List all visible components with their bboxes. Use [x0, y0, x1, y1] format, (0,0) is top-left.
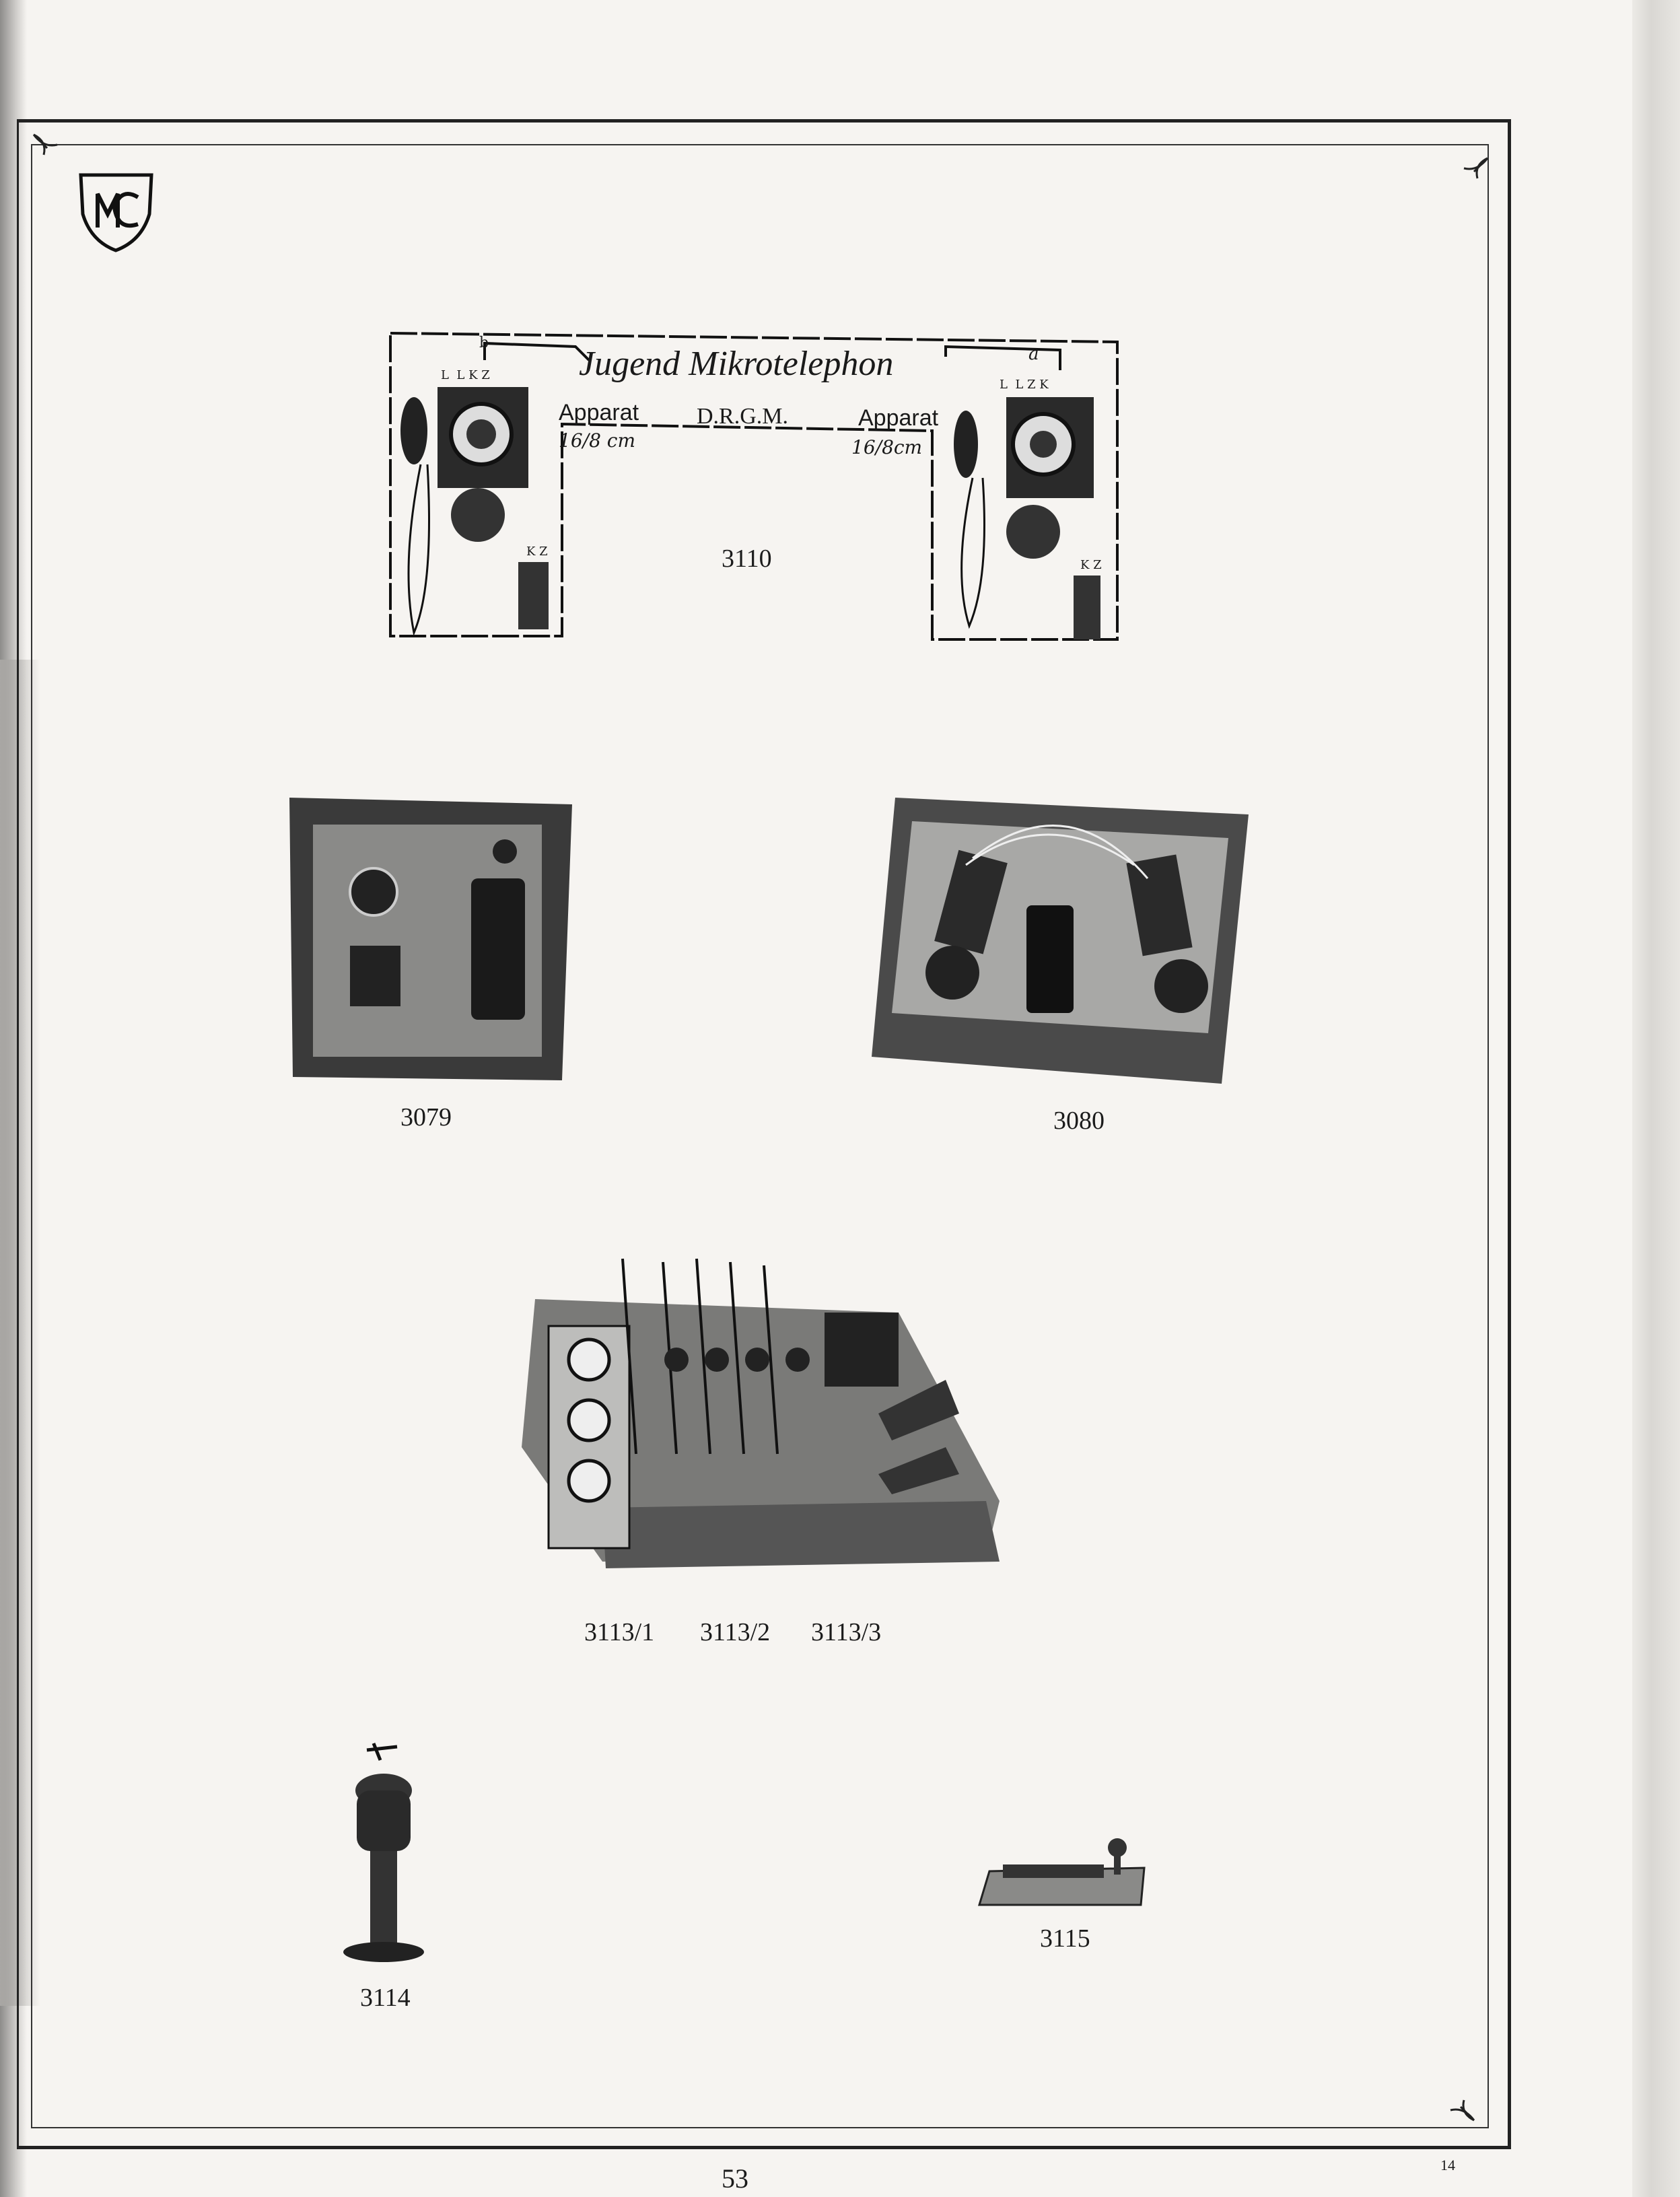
- item-number-3115: 3115: [1040, 1924, 1090, 1953]
- wire-label-b: b: [479, 335, 489, 351]
- battery-terminals-left: K Z: [526, 545, 548, 559]
- illustration-3080-telephone-set: [872, 798, 1249, 1084]
- right-apparat-label: Apparat: [858, 405, 939, 431]
- page-edge: [1632, 0, 1680, 2197]
- item-number-3113-2: 3113/2: [700, 1618, 771, 1646]
- corner-ornament-icon: [1463, 157, 1489, 179]
- terminals-left: L L K Z: [441, 368, 490, 382]
- signature-mark: 14: [1440, 2157, 1455, 2173]
- page-frame-outer: [17, 119, 1511, 2149]
- left-apparat-label: Apparat: [559, 400, 639, 425]
- illustration-3115-morse-key: [977, 1838, 1146, 1906]
- page-number: 53: [722, 2163, 748, 2194]
- terminals-right: L L Z K: [1000, 378, 1049, 392]
- illustration-3079-telephone-set: [289, 798, 572, 1080]
- item-number-3110: 3110: [722, 545, 772, 573]
- drgm-label: D.R.G.M.: [697, 404, 789, 429]
- illustration-3114-lamp: [343, 1743, 424, 1962]
- page-frame-inner: [31, 144, 1489, 2128]
- monogram-logo: [79, 173, 153, 252]
- illustration-3110-mikrotelephon: [389, 331, 1119, 641]
- item-number-3113-3: 3113/3: [811, 1618, 882, 1646]
- item-number-3080: 3080: [1053, 1107, 1105, 1135]
- wire-label-a: a: [1028, 344, 1039, 364]
- corner-ornament-icon: [1450, 2099, 1475, 2122]
- right-apparat-size: 16/8cm: [851, 436, 923, 458]
- item-number-3113-1: 3113/1: [584, 1618, 655, 1646]
- battery-terminals-right: K Z: [1080, 558, 1102, 572]
- item-number-3114: 3114: [360, 1984, 411, 2012]
- illustration-3113-switchboard: [522, 1258, 1000, 1568]
- left-apparat-size: 16/8 cm: [559, 429, 636, 452]
- diagram-title: Jugend Mikrotelephon: [579, 345, 894, 383]
- page-gutter-shadow-lower: [0, 660, 40, 2006]
- item-number-3079: 3079: [400, 1103, 452, 1131]
- corner-ornament-icon: [32, 133, 58, 155]
